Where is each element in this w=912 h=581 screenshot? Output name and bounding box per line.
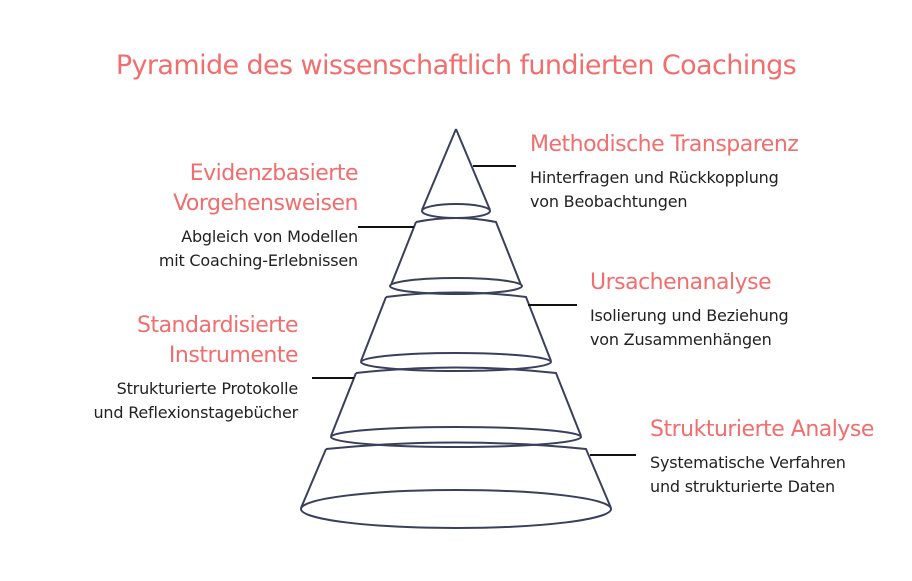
pyramid-tier-5 xyxy=(300,441,612,529)
level-heading-line: Evidenzbasierte xyxy=(189,161,359,186)
level-heading-line: Vorgehensweisen xyxy=(173,191,358,216)
level-description-line: von Zusammenhängen xyxy=(590,330,772,349)
level-strukturierte-analyse: Strukturierte Analyse Systematische Verf… xyxy=(650,415,874,499)
level-description-line: Abgleich von Modellen xyxy=(181,227,358,246)
page-title: Pyramide des wissenschaftlich fundierten… xyxy=(115,50,797,81)
level-ursachenanalyse: Ursachenanalyse Isolierung und Beziehung… xyxy=(590,268,789,352)
pyramid-tier-2 xyxy=(389,217,523,295)
level-heading-line: Instrumente xyxy=(168,343,299,368)
pyramid-tier-4 xyxy=(330,366,582,448)
level-description-line: Strukturierte Protokolle xyxy=(116,379,299,398)
level-heading: Strukturierte Analyse xyxy=(650,417,874,442)
level-heading: Ursachenanalyse xyxy=(590,270,772,295)
level-standardisierte-instrumente: Standardisierte Instrumente Strukturiert… xyxy=(93,311,298,425)
connector-lines xyxy=(312,165,636,456)
pyramid-tier-1 xyxy=(421,128,491,219)
level-description-line: von Beobachtungen xyxy=(530,192,688,211)
level-description-line: und Reflexionstagebücher xyxy=(93,403,298,422)
level-description-line: Isolierung und Beziehung xyxy=(590,306,789,325)
level-heading-line: Standardisierte xyxy=(136,313,299,338)
level-description-line: Hinterfragen und Rückkopplung xyxy=(530,168,779,187)
pyramid-tier-3 xyxy=(360,291,552,372)
level-description-line: Systematische Verfahren xyxy=(650,453,846,472)
level-description-line: und strukturierte Daten xyxy=(650,477,835,496)
level-heading: Methodische Transparenz xyxy=(530,132,799,157)
level-methodische-transparenz: Methodische Transparenz Hinterfragen und… xyxy=(530,130,799,214)
level-evidenzbasierte-vorgehensweisen: Evidenzbasierte Vorgehensweisen Abgleich… xyxy=(158,159,359,273)
level-description-line: mit Coaching-Erlebnissen xyxy=(158,251,358,270)
